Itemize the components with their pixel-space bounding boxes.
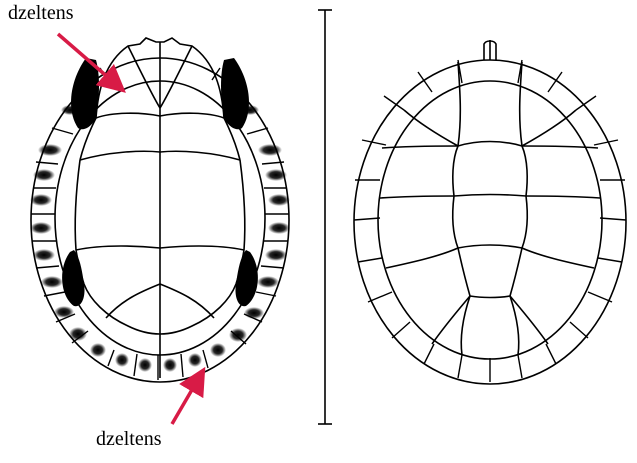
arrow-bottom [172, 376, 200, 424]
blotch-upper-left [71, 58, 99, 129]
blotch-upper-right [221, 58, 249, 129]
scale-bar [318, 10, 332, 424]
label-bottom-yellow: dzeltens [96, 428, 162, 451]
carapace-right-shell [354, 40, 626, 384]
nuchal-scute [484, 40, 496, 60]
label-top-yellow: dzeltens [8, 2, 74, 25]
